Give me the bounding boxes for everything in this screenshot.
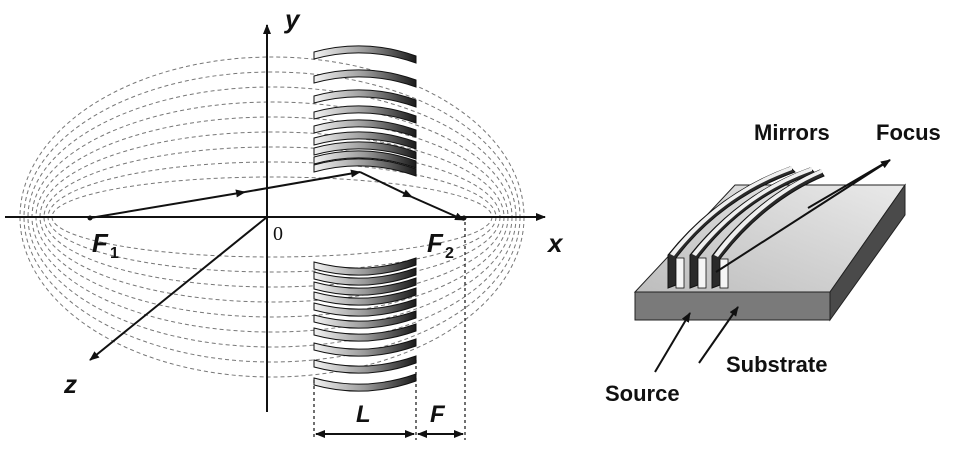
- mirror-slab: [313, 131, 417, 150]
- mirrors-label: Mirrors: [754, 120, 830, 145]
- focus2-label: F 2: [427, 228, 454, 262]
- substrate-side: [829, 183, 906, 322]
- focus1-label: F 1: [92, 228, 119, 262]
- mirror-slab: [313, 355, 417, 374]
- substrate-pointer: [698, 306, 739, 364]
- mirror-slab: [313, 150, 417, 169]
- mirror-slab: [313, 298, 417, 317]
- mirror-slab: [313, 119, 417, 138]
- ray-reflected-a: [359, 171, 413, 198]
- mirror-slab: [313, 323, 417, 342]
- focus-label: Focus: [876, 120, 941, 145]
- focus1-point: [87, 215, 93, 221]
- ray-path: [89, 169, 465, 221]
- mirror-slab: [313, 373, 417, 392]
- ray-incident-a: [89, 189, 246, 219]
- substrate-mirrors: [667, 166, 825, 289]
- source-label: Source: [605, 381, 680, 406]
- mirror-slab: [313, 158, 417, 177]
- ellipse-diagram: y x z 0 F 1 F 2 L F: [5, 4, 564, 440]
- svg-text:F: F: [427, 228, 444, 258]
- focus-ray-2: [807, 159, 891, 209]
- z-axis: [89, 216, 268, 361]
- svg-text:F: F: [92, 228, 109, 258]
- axis-z-label: z: [63, 369, 77, 399]
- mirror-slab: [313, 69, 417, 88]
- mirror-slab: [313, 287, 417, 306]
- focus-ray-1: [715, 159, 891, 273]
- focus2-point: [461, 215, 467, 221]
- dim-L-label: L: [356, 401, 371, 428]
- mirror-slab: [313, 45, 417, 64]
- dimension-lines: [313, 222, 466, 440]
- svg-text:1: 1: [110, 245, 119, 262]
- mirror-slab: [313, 277, 417, 296]
- origin-label: 0: [273, 223, 283, 245]
- substrate-label: Substrate: [726, 352, 827, 377]
- svg-text:2: 2: [445, 245, 454, 262]
- ray-incident-b: [244, 169, 361, 193]
- substrate-diagram: Mirrors Focus Substrate Source: [605, 120, 941, 406]
- mirror-slab: [313, 257, 417, 276]
- upper-mirror-stack: [313, 45, 417, 177]
- mirror-slab: [313, 105, 417, 124]
- mirror-slab: [313, 141, 417, 160]
- axis-y-label: y: [283, 4, 301, 34]
- ray-reflected-b: [411, 196, 465, 221]
- mirror-slab: [313, 310, 417, 329]
- lower-mirror-stack: [313, 257, 417, 392]
- axis-x-label: x: [546, 228, 564, 258]
- mirror-slab: [313, 89, 417, 108]
- mirror-slab: [313, 338, 417, 357]
- dim-F-label: F: [430, 401, 446, 428]
- mirror-slab: [313, 267, 417, 286]
- source-pointer: [654, 312, 691, 373]
